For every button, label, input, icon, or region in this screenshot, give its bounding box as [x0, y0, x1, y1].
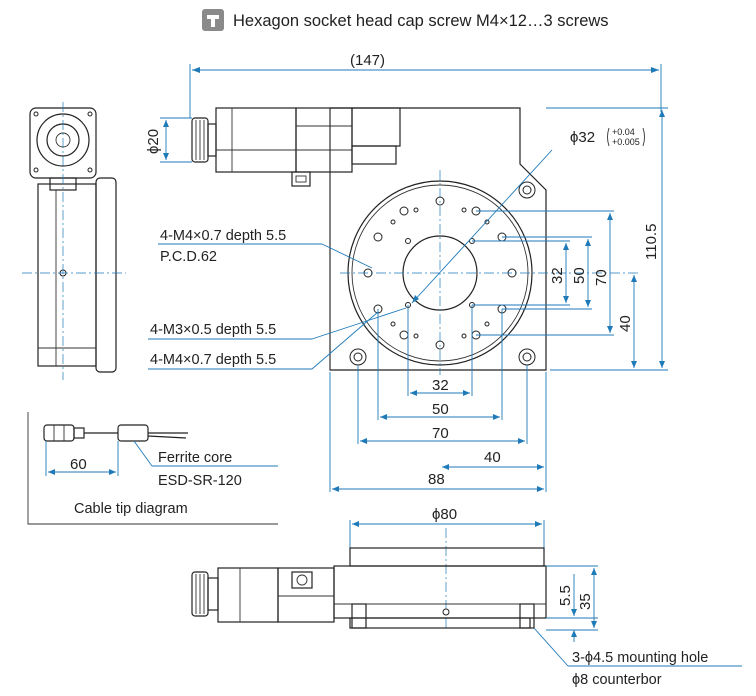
callout-m4-depth-a: 4-M4×0.7 depth 5.5 [160, 228, 286, 244]
dim-phi80: ϕ80 [432, 506, 457, 523]
front-view: ϕ80 35 5.5 3-ϕ [191, 506, 742, 688]
dim-v70: 70 [593, 269, 610, 286]
dim-side-5-5: 5.5 [557, 585, 574, 606]
dim-cable-60: 60 [70, 456, 87, 473]
callout-ferrite-core: Ferrite core [158, 450, 232, 466]
dim-side-35: 35 [577, 593, 594, 610]
callout-m3-depth: 4-M3×0.5 depth 5.5 [150, 322, 276, 338]
callout-ferrite-part: ESD-SR-120 [158, 473, 242, 489]
callout-pcd: P.C.D.62 [160, 249, 217, 265]
dim-phi32: ϕ32 [570, 129, 595, 146]
end-view [22, 102, 126, 380]
dim-height-110-5: 110.5 [643, 224, 660, 260]
top-view: (147) ϕ20 [145, 52, 668, 492]
dim-h50: 50 [432, 401, 449, 418]
dim-v32: 32 [549, 267, 566, 284]
callout-m4-depth-b: 4-M4×0.7 depth 5.5 [150, 352, 276, 368]
callout-counterbore: ϕ8 counterbor [572, 672, 662, 688]
dim-h88: 88 [428, 471, 445, 488]
dim-h70: 70 [432, 425, 449, 442]
callout-cable-tip: Cable tip diagram [74, 501, 188, 517]
callout-mounting-hole: 3-ϕ4.5 mounting hole [572, 650, 708, 666]
dim-phi32-tol-upper: +0.04 [612, 127, 635, 137]
dim-phi20: ϕ20 [145, 129, 162, 154]
header-note: Hexagon socket head cap screw M4×12…3 sc… [202, 9, 609, 31]
dim-v40: 40 [617, 315, 634, 332]
dim-v50: 50 [571, 267, 588, 284]
dim-h40: 40 [484, 449, 501, 466]
dim-phi32-tol-lower: +0.005 [612, 137, 640, 147]
screw-note: Hexagon socket head cap screw M4×12…3 sc… [233, 12, 609, 30]
dim-overall-length: (147) [350, 52, 385, 69]
cable-tip-diagram: 60 Ferrite core ESD-SR-120 Cable tip dia… [27, 412, 278, 525]
dim-h32: 32 [432, 377, 449, 394]
